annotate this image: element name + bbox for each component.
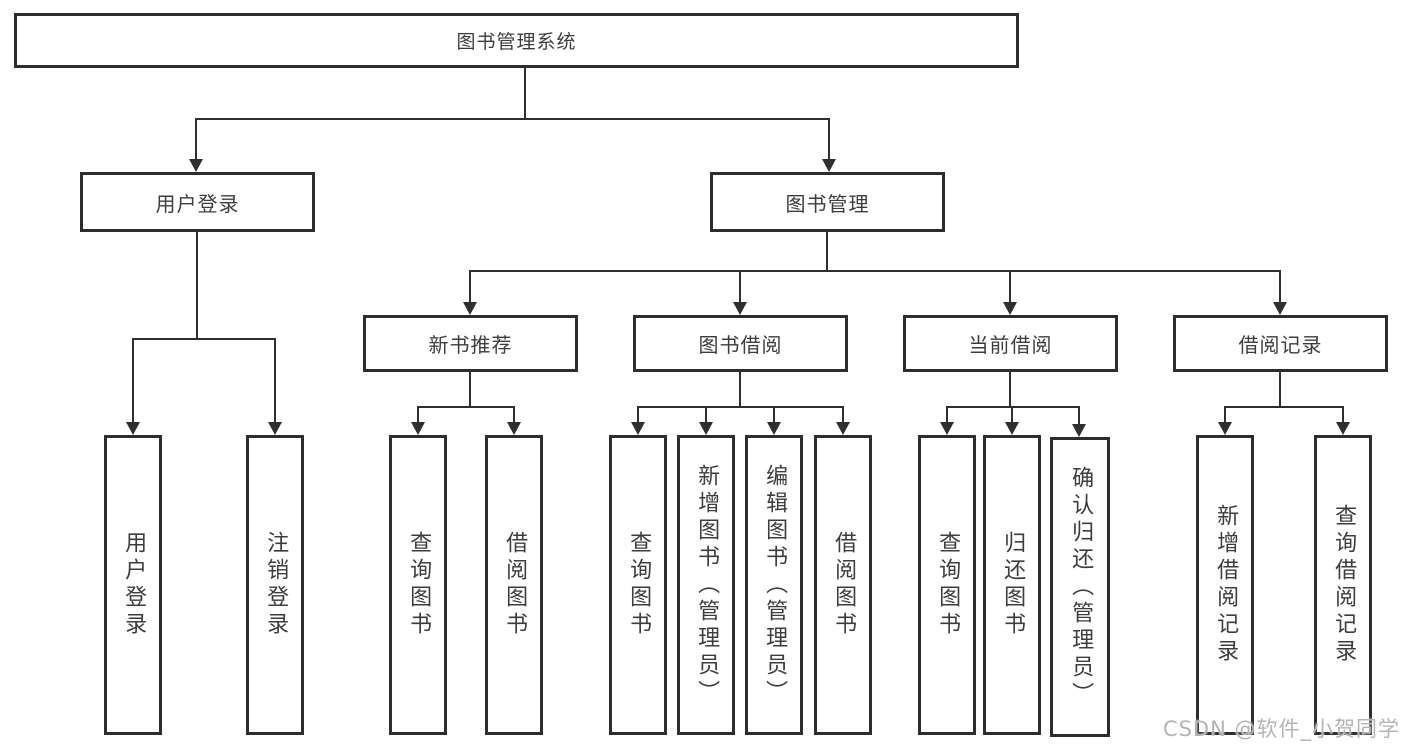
connector (469, 270, 471, 303)
arrowhead-down-icon (940, 422, 954, 435)
connector (469, 270, 1281, 272)
leaf-label: 查询图书 (935, 531, 961, 639)
leaf-return-books: 归还图书 (983, 435, 1041, 735)
arrowhead-down-icon (631, 422, 645, 435)
leaf-confirm-return-admin: 确认归还（管理员） (1050, 437, 1110, 737)
connector (195, 118, 197, 160)
node-current-borrow: 当前借阅 (903, 315, 1118, 372)
connector (524, 68, 526, 119)
connector (1342, 406, 1344, 423)
leaf-borrow-books-recommend: 借阅图书 (485, 435, 543, 735)
connector (1224, 406, 1344, 408)
connector (196, 118, 830, 120)
leaf-user-login: 用户登录 (104, 435, 162, 735)
node-label: 当前借阅 (968, 333, 1053, 357)
arrowhead-down-icon (1218, 422, 1232, 435)
node-root-system: 图书管理系统 (14, 13, 1019, 68)
node-label: 图书借阅 (698, 333, 783, 357)
connector (513, 406, 515, 423)
leaf-label: 确认归还（管理员） (1068, 465, 1094, 709)
connector (739, 372, 741, 408)
leaf-label: 注销登录 (263, 531, 289, 639)
arrowhead-down-icon (126, 422, 140, 435)
arrowhead-down-icon (767, 422, 781, 435)
leaf-logout-login: 注销登录 (246, 435, 304, 735)
leaf-label: 编辑图书（管理员） (762, 463, 788, 707)
connector (842, 406, 844, 423)
connector (132, 338, 276, 340)
leaf-label: 查询图书 (626, 531, 652, 639)
leaf-query-books-current: 查询图书 (918, 435, 976, 735)
connector (469, 372, 471, 408)
leaf-query-books-recommend: 查询图书 (389, 435, 447, 735)
arrowhead-down-icon (836, 422, 850, 435)
connector (417, 406, 515, 408)
connector (946, 406, 1080, 408)
arrowhead-down-icon (463, 302, 477, 315)
connector (828, 118, 830, 160)
connector (1009, 372, 1011, 408)
csdn-watermark: CSDN @软件_小贺同学 (1162, 717, 1400, 741)
node-book-management: 图书管理 (710, 172, 945, 232)
connector (1009, 270, 1011, 303)
connector (637, 406, 844, 408)
connector (773, 406, 775, 423)
connector (946, 406, 948, 423)
node-new-book-recommend: 新书推荐 (363, 315, 578, 372)
node-label: 借阅记录 (1238, 333, 1323, 357)
connector (274, 338, 276, 423)
leaf-label: 新增图书（管理员） (694, 463, 720, 707)
arrowhead-down-icon (1005, 422, 1019, 435)
leaf-add-borrow-record: 新增借阅记录 (1196, 435, 1254, 735)
connector (826, 232, 828, 272)
node-borrow-records: 借阅记录 (1173, 315, 1388, 372)
arrowhead-down-icon (411, 422, 425, 435)
connector (1279, 270, 1281, 303)
node-label: 用户登录 (155, 191, 240, 216)
leaf-label: 借阅图书 (831, 531, 857, 639)
arrowhead-down-icon (1003, 302, 1017, 315)
connector (132, 338, 134, 423)
leaf-add-books-admin: 新增图书（管理员） (677, 435, 735, 735)
node-book-borrow: 图书借阅 (633, 315, 848, 372)
node-label: 新书推荐 (428, 333, 513, 357)
node-label: 图书管理系统 (456, 31, 577, 53)
leaf-label: 用户登录 (121, 531, 147, 639)
connector (417, 406, 419, 423)
leaf-label: 查询借阅记录 (1331, 504, 1357, 666)
leaf-query-borrow-record: 查询借阅记录 (1314, 435, 1372, 735)
node-label: 图书管理 (785, 191, 870, 216)
leaf-borrow-books: 借阅图书 (814, 435, 872, 735)
connector (1224, 406, 1226, 423)
arrowhead-down-icon (268, 422, 282, 435)
arrowhead-down-icon (1336, 422, 1350, 435)
arrowhead-down-icon (699, 422, 713, 435)
connector (196, 232, 198, 340)
arrowhead-down-icon (822, 159, 836, 172)
connector (1011, 406, 1013, 423)
arrowhead-down-icon (507, 422, 521, 435)
connector (1279, 372, 1281, 408)
leaf-query-books-borrow: 查询图书 (609, 435, 667, 735)
connector (705, 406, 707, 423)
connector (1078, 406, 1080, 425)
connector (739, 270, 741, 303)
arrowhead-down-icon (733, 302, 747, 315)
connector (637, 406, 639, 423)
node-user-login: 用户登录 (80, 172, 315, 232)
leaf-label: 新增借阅记录 (1213, 504, 1239, 666)
leaf-edit-books-admin: 编辑图书（管理员） (745, 435, 803, 735)
leaf-label: 归还图书 (1000, 531, 1026, 639)
arrowhead-down-icon (1273, 302, 1287, 315)
leaf-label: 查询图书 (406, 531, 432, 639)
leaf-label: 借阅图书 (502, 531, 528, 639)
arrowhead-down-icon (189, 159, 203, 172)
arrowhead-down-icon (1072, 424, 1086, 437)
